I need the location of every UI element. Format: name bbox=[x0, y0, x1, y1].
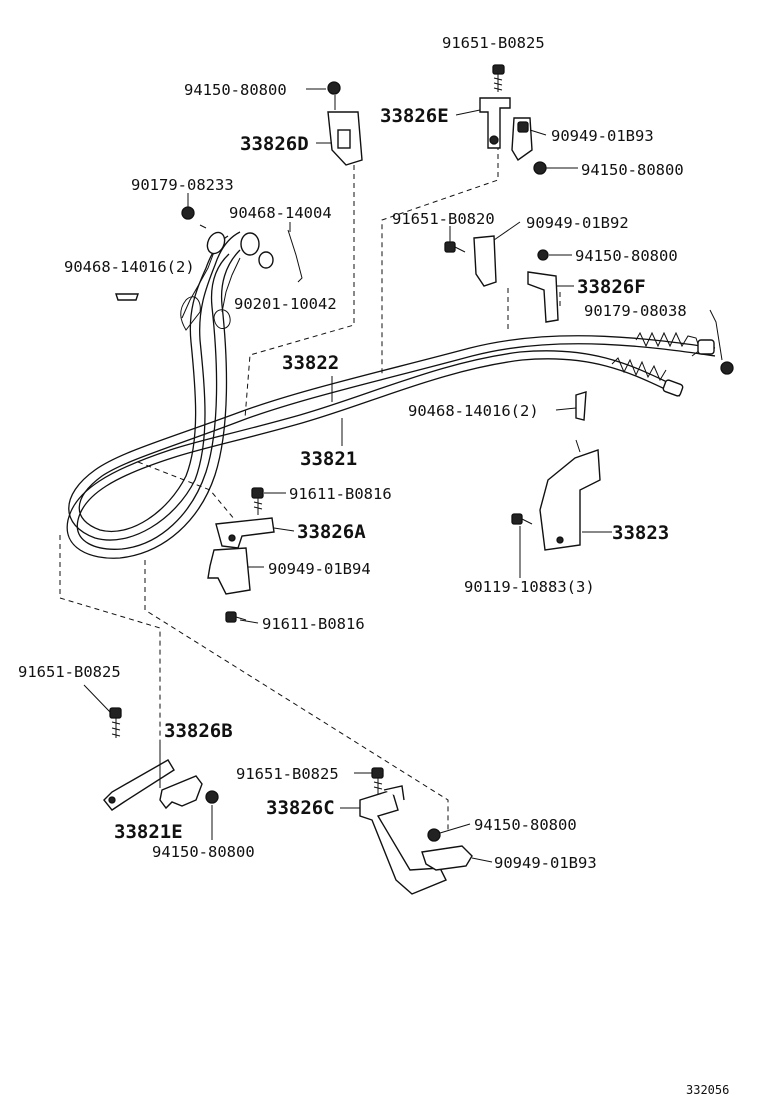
bolt-91651-B0825-mid bbox=[371, 767, 384, 795]
cable-end-upper-left bbox=[180, 231, 226, 331]
labels: 91651-B0825 94150-80800 33826E 90949-01B… bbox=[18, 34, 729, 1097]
label-90949-01B94: 90949-01B94 bbox=[268, 560, 371, 578]
bolt-91651-B0820 bbox=[444, 241, 466, 253]
nut-90179-08038 bbox=[720, 361, 734, 375]
reference-lines bbox=[59, 118, 561, 830]
clip-90468-14004 bbox=[287, 229, 303, 283]
nut-94150-80800-top-right bbox=[533, 161, 547, 175]
label-90201-10042: 90201-10042 bbox=[234, 295, 337, 313]
label-90468-14016-2-right: 90468-14016(2) bbox=[408, 402, 539, 420]
label-90949-01B93-b: 90949-01B93 bbox=[494, 854, 597, 872]
label-91611-B0816-b: 91611-B0816 bbox=[262, 615, 365, 633]
clamp-90949-01B94 bbox=[207, 547, 251, 595]
clamp-33821E bbox=[159, 775, 203, 810]
clamp-90949-01B92 bbox=[473, 235, 497, 287]
clamp-90949-01B93-bottom bbox=[421, 845, 473, 871]
label-94150-80800-d: 94150-80800 bbox=[474, 816, 577, 834]
label-94150-80800-a: 94150-80800 bbox=[184, 81, 287, 99]
clamp-90949-01B93-top bbox=[511, 117, 533, 162]
bracket-33823 bbox=[539, 439, 601, 551]
bolt-90119-10883 bbox=[511, 513, 533, 525]
cable-33821 bbox=[66, 249, 681, 559]
diagram-id: 332056 bbox=[686, 1083, 729, 1097]
label-33821E: 33821E bbox=[114, 821, 183, 843]
bracket-33826A bbox=[215, 517, 275, 549]
clip-90468-14016-left bbox=[115, 293, 139, 301]
label-90468-14016-2-left: 90468-14016(2) bbox=[64, 258, 195, 276]
nut-94150-80800-lower-right bbox=[427, 828, 441, 842]
label-33826B: 33826B bbox=[164, 720, 233, 742]
bracket-33826E bbox=[479, 97, 511, 149]
cable-end-upper-right bbox=[635, 331, 715, 357]
label-94150-80800-c: 94150-80800 bbox=[575, 247, 678, 265]
label-91651-B0825-top: 91651-B0825 bbox=[442, 34, 545, 52]
nut-90179-08233 bbox=[181, 206, 207, 229]
label-91651-B0825-mid: 91651-B0825 bbox=[236, 765, 339, 783]
nut-94150-80800-lower-left bbox=[205, 790, 219, 840]
bolt-91651-B0825-top bbox=[492, 64, 505, 92]
bracket-33826F bbox=[527, 271, 559, 323]
label-91651-B0825-left: 91651-B0825 bbox=[18, 663, 121, 681]
label-33823: 33823 bbox=[612, 522, 669, 544]
label-33826F: 33826F bbox=[577, 276, 646, 298]
label-90119-10883-3: 90119-10883(3) bbox=[464, 578, 595, 596]
cable-end-lower-left bbox=[213, 232, 260, 329]
label-33822: 33822 bbox=[282, 352, 339, 374]
washer-90201-10042 bbox=[258, 251, 274, 269]
label-90949-01B93-a: 90949-01B93 bbox=[551, 127, 654, 145]
bracket-33826C bbox=[359, 785, 447, 895]
label-90179-08233: 90179-08233 bbox=[131, 176, 234, 194]
label-33826C: 33826C bbox=[266, 797, 335, 819]
label-90179-08038: 90179-08038 bbox=[584, 302, 687, 320]
label-94150-80800-b: 94150-80800 bbox=[581, 161, 684, 179]
label-94150-80800-e: 94150-80800 bbox=[152, 843, 255, 861]
bolt-91611-B0816-lower bbox=[225, 611, 247, 623]
label-91611-B0816-a: 91611-B0816 bbox=[289, 485, 392, 503]
label-90949-01B92: 90949-01B92 bbox=[526, 214, 629, 232]
label-90468-14004: 90468-14004 bbox=[229, 204, 332, 222]
nut-94150-80800-d bbox=[327, 81, 341, 110]
label-33826E: 33826E bbox=[380, 105, 449, 127]
cable-end-lower-right bbox=[611, 357, 684, 397]
label-33826D: 33826D bbox=[240, 133, 309, 155]
label-33826A: 33826A bbox=[297, 521, 366, 543]
bracket-33826D bbox=[327, 111, 363, 166]
bolt-91611-B0816-upper bbox=[251, 487, 264, 515]
label-33821: 33821 bbox=[300, 448, 357, 470]
leader-lines bbox=[83, 88, 723, 863]
clip-90468-14016-right bbox=[575, 391, 587, 421]
label-91651-B0820: 91651-B0820 bbox=[392, 210, 495, 228]
bracket-33826B bbox=[103, 759, 175, 811]
bolt-91651-B0825-left bbox=[109, 707, 122, 738]
cable-33822 bbox=[68, 231, 716, 541]
nut-94150-80800-f bbox=[537, 249, 549, 261]
